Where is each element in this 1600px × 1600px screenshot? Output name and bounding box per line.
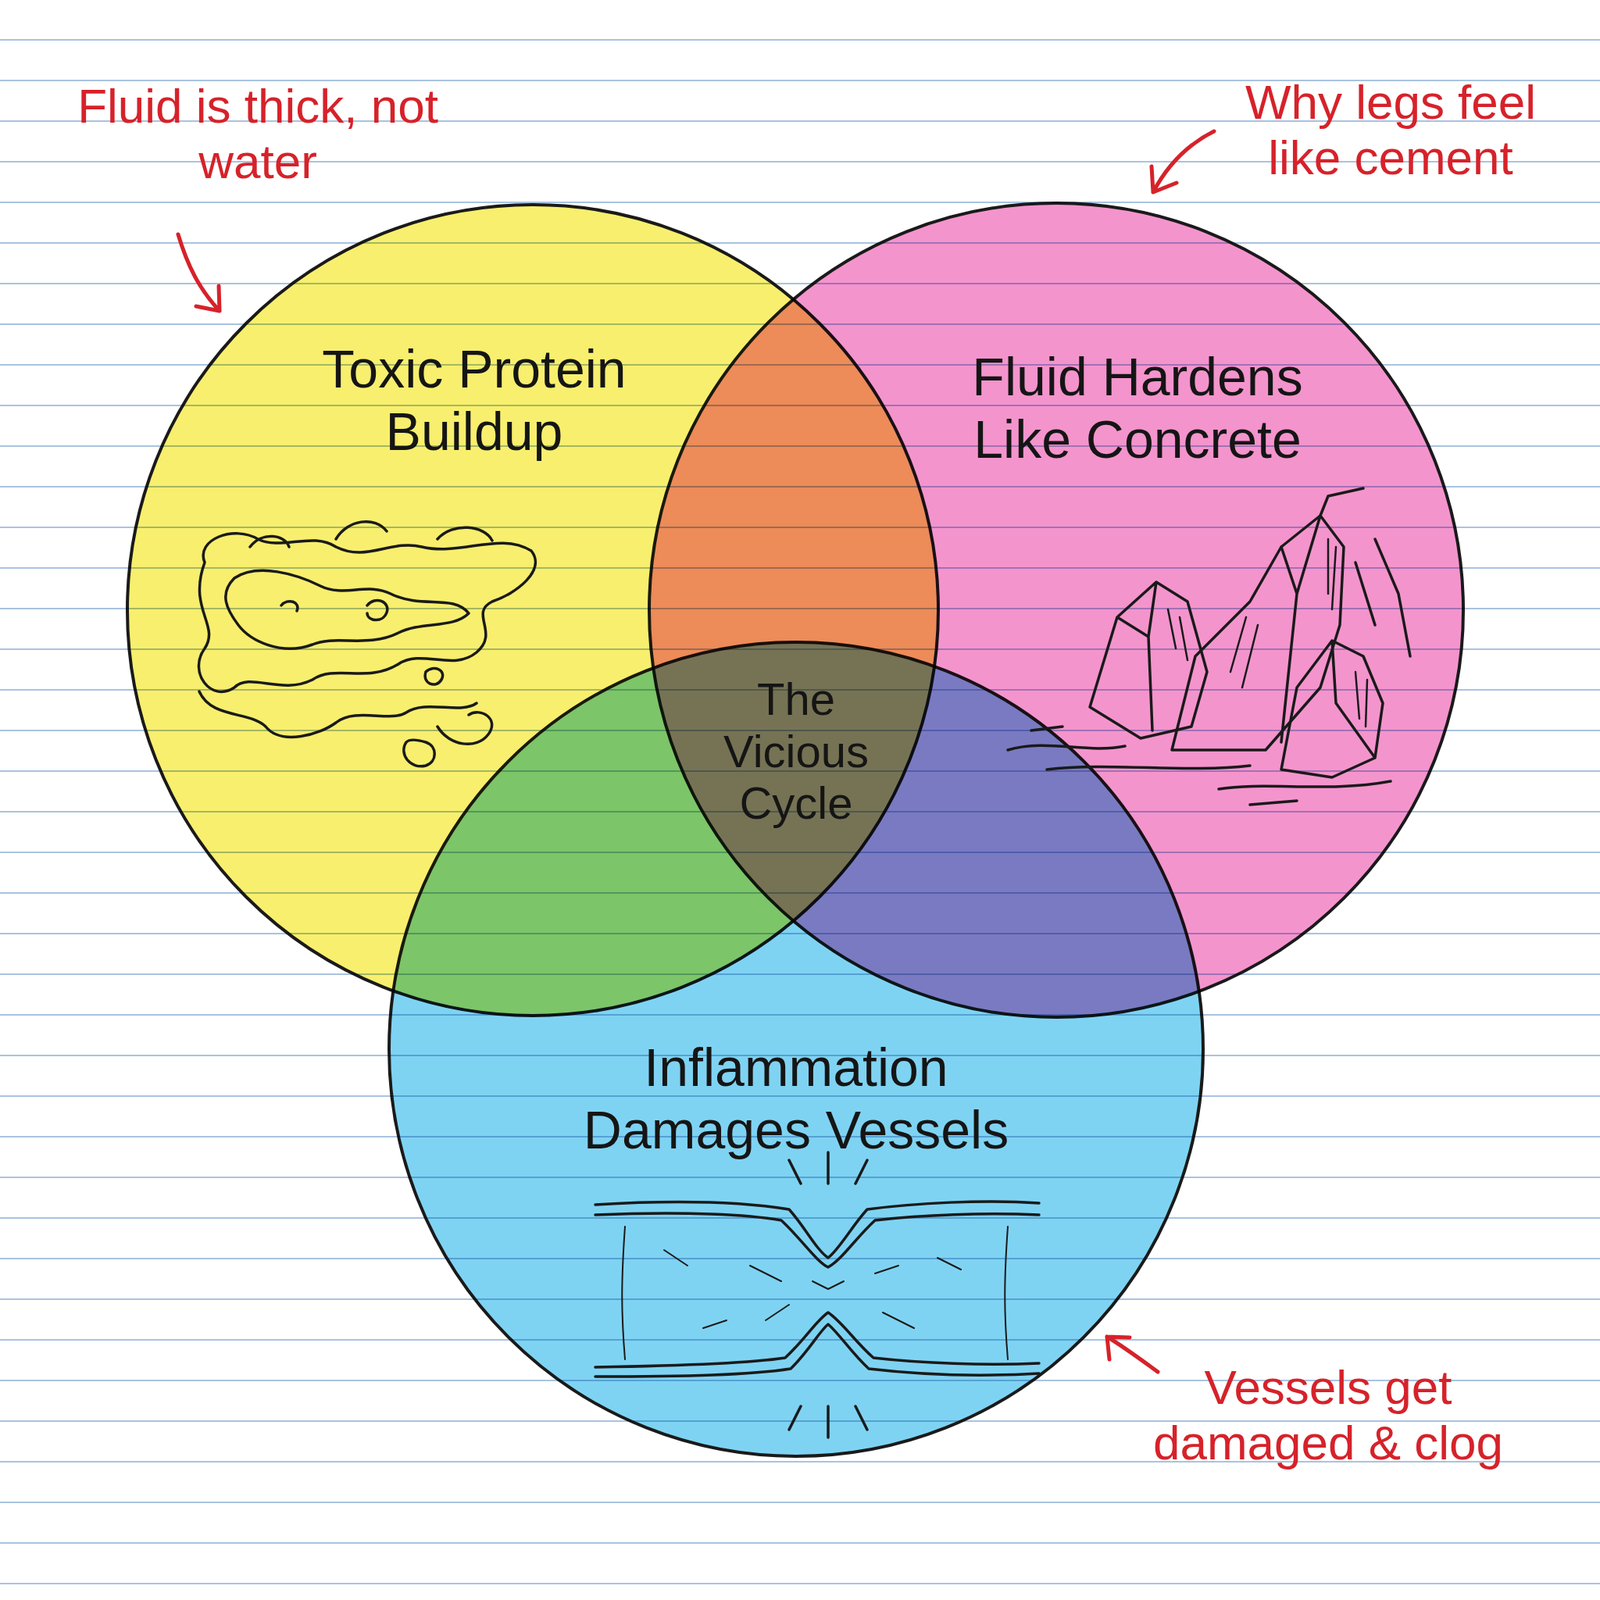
rock: [1171, 515, 1344, 750]
annotation-note: Why legs feel like cement: [1207, 74, 1575, 186]
circle-title: Toxic Protein Buildup: [263, 337, 686, 463]
burst-lines: [789, 1152, 868, 1438]
center-label: The Vicious Cycle: [686, 673, 906, 830]
annotation-note: Vessels get damaged & clog: [1132, 1359, 1524, 1472]
vessel-wall: [595, 1213, 1040, 1268]
vessel-wall: [595, 1201, 1040, 1258]
fluid-swirl: [250, 521, 493, 547]
fluid-swirl: [403, 739, 435, 767]
leader-arrow: [1151, 131, 1215, 193]
fluid-swirl: [281, 600, 443, 685]
fluid-swirl: [199, 691, 493, 744]
vessel-texture: [621, 1226, 1008, 1360]
rock-ground: [1007, 726, 1391, 805]
fluid-swirl: [225, 570, 469, 649]
rock: [1089, 582, 1208, 739]
rock-hatch: [1167, 539, 1368, 727]
vessel-wall: [595, 1324, 1040, 1377]
leader-arrow: [178, 234, 220, 311]
fluid-swirl: [198, 533, 536, 693]
circle-title: Inflammation Damages Vessels: [561, 1035, 1031, 1161]
rock: [1320, 488, 1411, 657]
annotation-note: Fluid is thick, not water: [54, 78, 461, 190]
circle-title: Fluid Hardens Like Concrete: [918, 345, 1357, 471]
leader-arrow: [1107, 1336, 1158, 1372]
vessel-wall: [595, 1312, 1040, 1368]
rock: [1281, 640, 1383, 778]
